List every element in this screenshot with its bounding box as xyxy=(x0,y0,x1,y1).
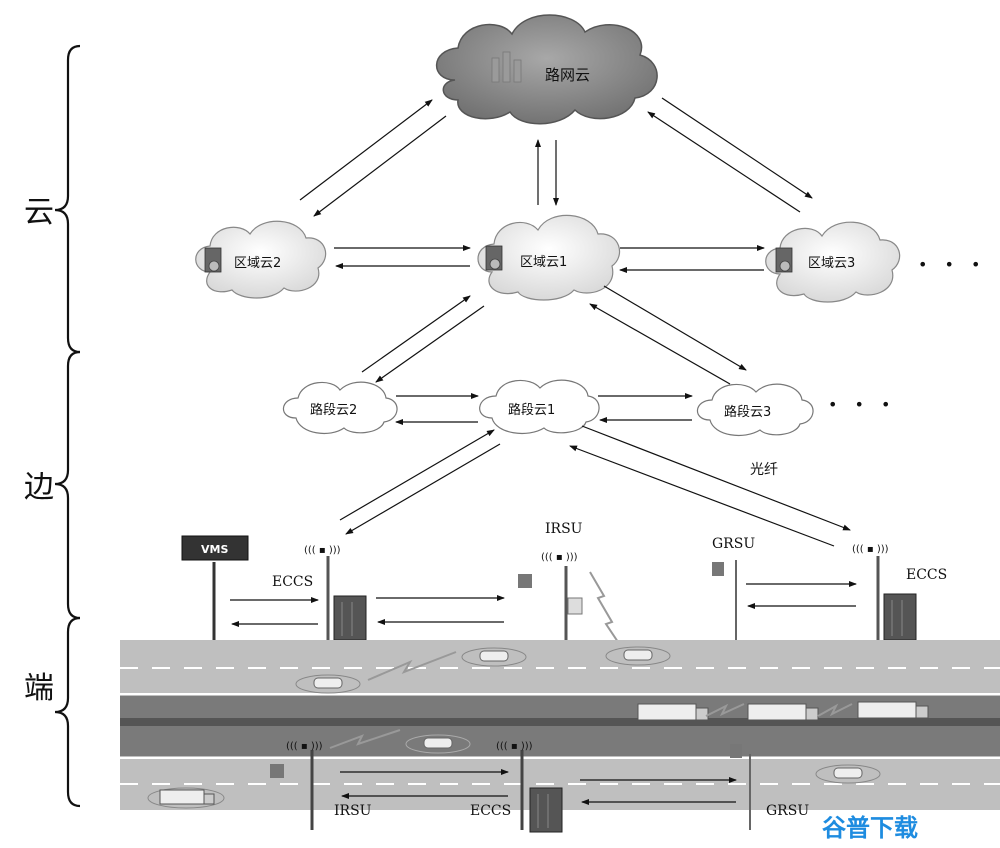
eccs-left-arrows xyxy=(230,595,505,627)
grsu-top-unit xyxy=(712,560,737,640)
road-network-cloud-label: 路网云 xyxy=(545,66,590,84)
segment-cloud-1-label: 路段云1 xyxy=(508,402,555,418)
vms-sign: VMS xyxy=(181,535,249,640)
vehicles xyxy=(147,646,929,809)
car-icon xyxy=(605,646,671,666)
segment-cloud-3-label: 路段云3 xyxy=(724,404,771,420)
irsu-top-label: IRSU xyxy=(545,521,583,537)
segment-cloud-2: 路段云2 xyxy=(282,381,398,435)
segment-ellipsis: • • • xyxy=(828,395,896,414)
eccs-left-label: ECCS xyxy=(272,574,313,590)
tier-label-edge: 边 xyxy=(24,470,54,505)
region-cloud-2: 区域云2 xyxy=(195,220,327,299)
region-cloud-3: 区域云3 xyxy=(765,221,901,303)
grsu-bottom-unit xyxy=(730,744,751,830)
truck-icon xyxy=(637,703,709,721)
eccs-bottom-unit: ((( ▪ ))) xyxy=(496,741,563,833)
car-icon xyxy=(295,674,361,694)
fiber-label: 光纤 xyxy=(750,462,778,478)
antenna-icon: ((( ▪ ))) xyxy=(496,741,533,752)
car-icon xyxy=(405,734,471,754)
truck-icon xyxy=(147,787,225,809)
antenna-icon: ((( ▪ ))) xyxy=(852,544,889,555)
tier-label-end: 端 xyxy=(24,671,54,706)
irsu-bottom-unit: ((( ▪ ))) xyxy=(270,741,323,830)
grsu-bottom-label: GRSU xyxy=(766,803,809,819)
eccs-right-label: ECCS xyxy=(906,567,947,583)
region-cloud-1: 区域云1 xyxy=(477,214,621,301)
segment-cloud-2-label: 路段云2 xyxy=(310,402,357,418)
truck-icon xyxy=(747,703,819,721)
brace-edge xyxy=(54,350,81,620)
car-icon xyxy=(461,647,527,667)
region-cloud-3-label: 区域云3 xyxy=(808,256,855,271)
region-ellipsis: • • • xyxy=(918,255,986,274)
segment-cloud-1: 路段云1 xyxy=(479,379,600,435)
truck-icon xyxy=(857,701,929,719)
tier-label-cloud: 云 xyxy=(24,195,54,230)
brace-end xyxy=(54,616,81,808)
road xyxy=(120,640,1000,810)
irsu-top-unit: ((( ▪ ))) xyxy=(518,552,623,649)
watermark: 谷普下载 xyxy=(822,814,918,842)
antenna-icon: ((( ▪ ))) xyxy=(541,552,578,563)
brace-cloud xyxy=(54,44,81,354)
antenna-icon: ((( ▪ ))) xyxy=(286,741,323,752)
link-arrows xyxy=(299,97,851,547)
grsu-eccs-arrows xyxy=(746,581,857,609)
grsu-top-label: GRSU xyxy=(712,536,755,552)
segment-cloud-3: 路段云3 xyxy=(696,383,814,437)
irsu-bottom-label: IRSU xyxy=(334,803,372,819)
antenna-icon: ((( ▪ ))) xyxy=(304,545,341,556)
vms-label: VMS xyxy=(201,543,228,556)
eccs-right-unit: ((( ▪ ))) xyxy=(852,544,917,641)
region-cloud-1-label: 区域云1 xyxy=(520,255,567,270)
lower-arrows xyxy=(340,769,737,805)
eccs-bottom-label: ECCS xyxy=(470,803,511,819)
eccs-left-unit: ((( ▪ ))) xyxy=(304,545,367,641)
wireless-links xyxy=(329,651,853,749)
car-icon xyxy=(815,764,881,784)
road-network-cloud: 路网云 xyxy=(435,14,658,125)
tier-braces xyxy=(54,44,81,808)
region-cloud-2-label: 区域云2 xyxy=(234,256,281,271)
